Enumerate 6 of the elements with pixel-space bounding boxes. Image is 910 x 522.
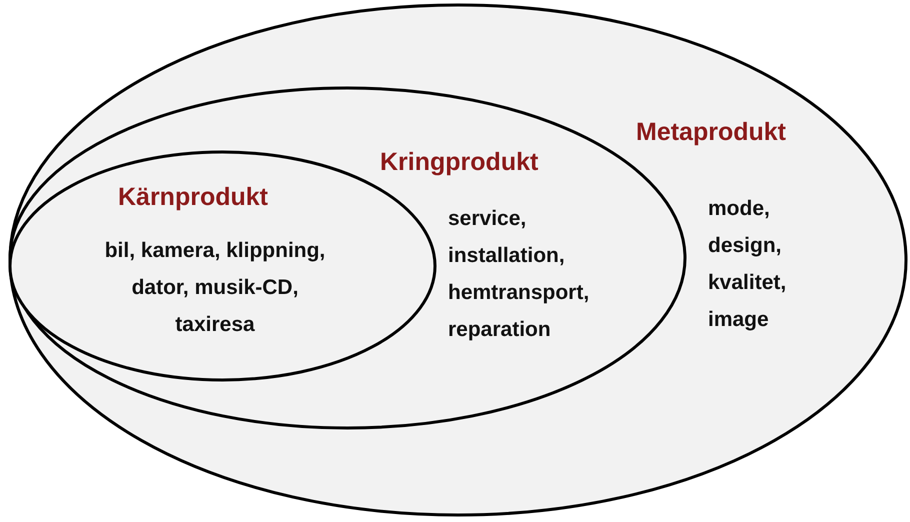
category-heading: Kringprodukt — [380, 148, 538, 177]
example-list: service, installation, hemtransport, reparation — [448, 200, 648, 348]
category-heading: Kärnprodukt — [118, 183, 268, 212]
category-heading: Metaprodukt — [636, 118, 786, 147]
example-list: bil, kamera, klippning, dator, musik-CD, taxiresa — [100, 232, 330, 343]
example-list: mode, design, kvalitet, image — [708, 190, 828, 338]
